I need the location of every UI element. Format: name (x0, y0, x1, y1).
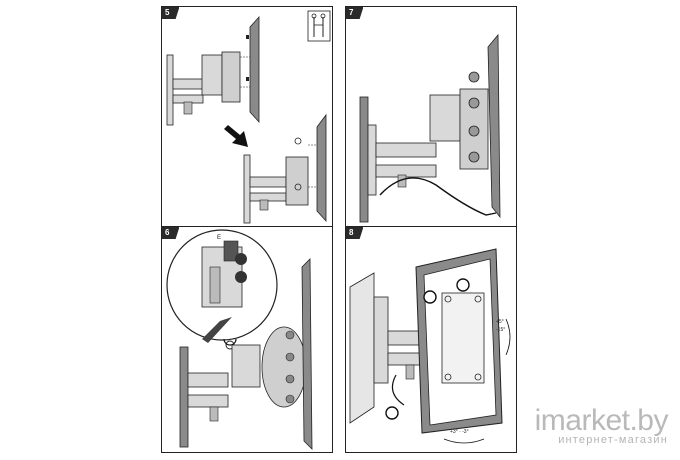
callout-label: E (217, 235, 221, 241)
step-5-illustration (166, 10, 331, 224)
swing-arm (375, 71, 489, 188)
cable (379, 177, 497, 216)
mount-assembly (179, 258, 313, 450)
step-5-number: 5 (162, 7, 180, 19)
tilt-up-label: +5° (496, 319, 504, 325)
tilt-down-label: -15° (496, 327, 505, 333)
step-8-panel: 8 +5° -15° +3° · - (345, 226, 517, 453)
step-8-number: 8 (346, 227, 364, 239)
zoom-bubble: E (166, 229, 278, 341)
wall-plate (359, 96, 377, 223)
angle-annotations: +5° -15° +3° · -3° (443, 318, 511, 444)
tv-side (487, 33, 501, 219)
step-7-illustration (359, 33, 501, 223)
step-7-number: 7 (346, 7, 364, 19)
step-6-panel: 6 E (161, 226, 333, 453)
wall-block (349, 272, 389, 424)
step-7-panel: 7 (345, 6, 517, 227)
step-6-illustration: E (166, 229, 313, 450)
watermark: imarket.by интернет-магазин (534, 404, 669, 447)
watermark-subtitle: интернет-магазин (558, 434, 668, 446)
step-5-panel: 5 (161, 6, 333, 227)
watermark-brand: imarket.by (534, 404, 669, 437)
direction-arrow (224, 125, 248, 147)
lower-assembly (243, 113, 327, 224)
rotate-range-label: +3° · -3° (450, 429, 469, 435)
tv-back (415, 248, 503, 434)
inset-icon (307, 10, 331, 42)
step-6-number: 6 (162, 227, 180, 239)
step-8-illustration: +5° -15° +3° · -3° (349, 248, 511, 444)
upper-assembly (166, 15, 260, 126)
